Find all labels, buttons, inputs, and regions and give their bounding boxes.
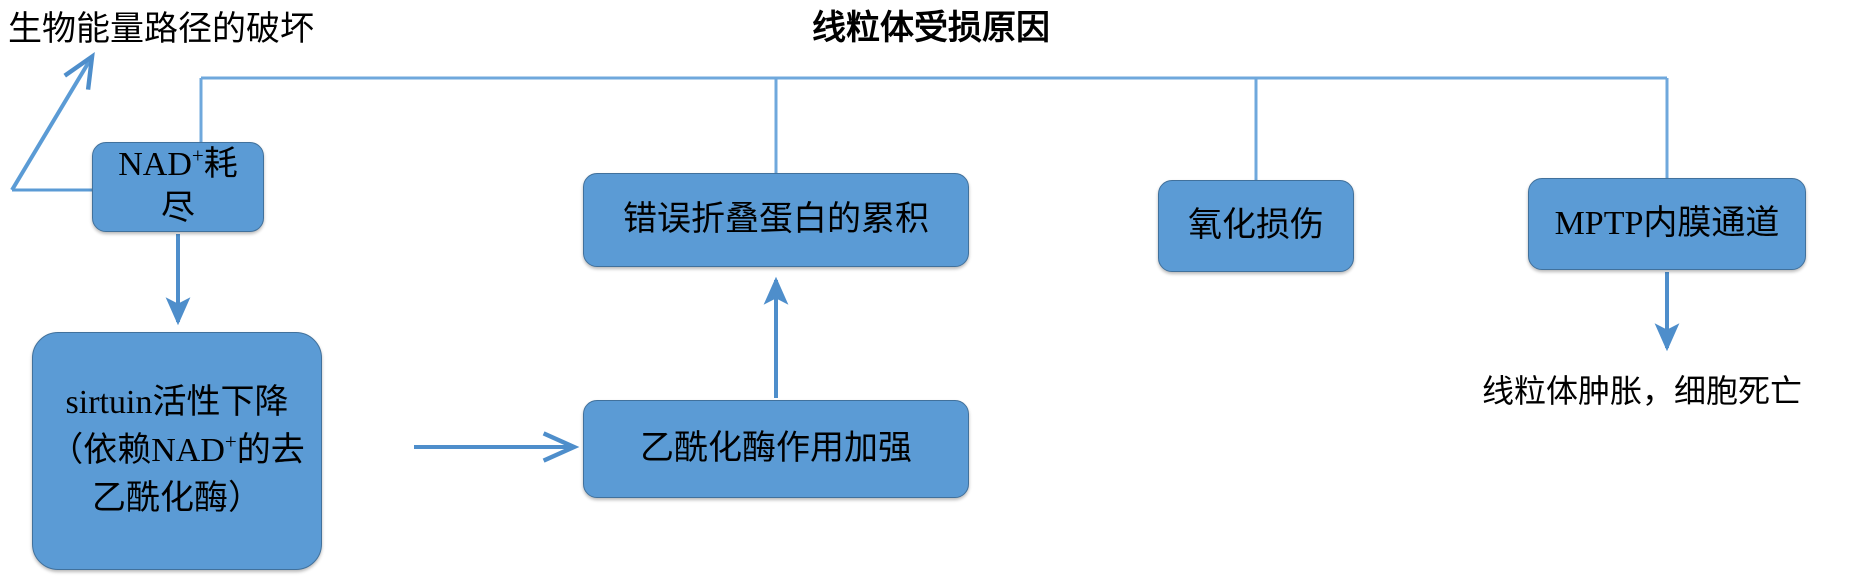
node-mptp-inner-membrane-channel-label: MPTP内膜通道: [1554, 205, 1780, 243]
edge-nad-to-bioenergetics: [10, 51, 95, 192]
node-nad-depletion-label: NAD+耗尽: [118, 144, 238, 227]
node-oxidative-damage[interactable]: 氧化损伤: [1158, 180, 1354, 272]
node-sirtuin-activity-decline-label: sirtuin活性下降 （依赖NAD+的去 乙酰化酶）: [49, 383, 305, 518]
node-sirtuin-activity-decline[interactable]: sirtuin活性下降 （依赖NAD+的去 乙酰化酶）: [32, 332, 322, 570]
node-misfolded-protein-accumulation-label: 错误折叠蛋白的累积: [623, 201, 929, 239]
node-oxidative-damage-label: 氧化损伤: [1188, 207, 1324, 245]
node-acetylase-enhanced[interactable]: 乙酰化酶作用加强: [583, 400, 969, 498]
superscript-plus: +: [191, 144, 204, 169]
node-mptp-inner-membrane-channel[interactable]: MPTP内膜通道: [1528, 178, 1806, 270]
node-acetylase-enhanced-label: 乙酰化酶作用加强: [640, 430, 912, 468]
edge-root-bus: [199, 76, 1669, 180]
node-nad-depletion[interactable]: NAD+耗尽: [92, 142, 264, 232]
page-subtitle-bioenergetics: 生物能量路径的破坏: [8, 11, 314, 48]
superscript-plus: +: [224, 429, 237, 454]
node-misfolded-protein-accumulation[interactable]: 错误折叠蛋白的累积: [583, 173, 969, 267]
page-title: 线粒体受损原因: [812, 10, 1050, 47]
outcome-label-swelling-cell-death: 线粒体肿胀，细胞死亡: [1482, 373, 1803, 409]
